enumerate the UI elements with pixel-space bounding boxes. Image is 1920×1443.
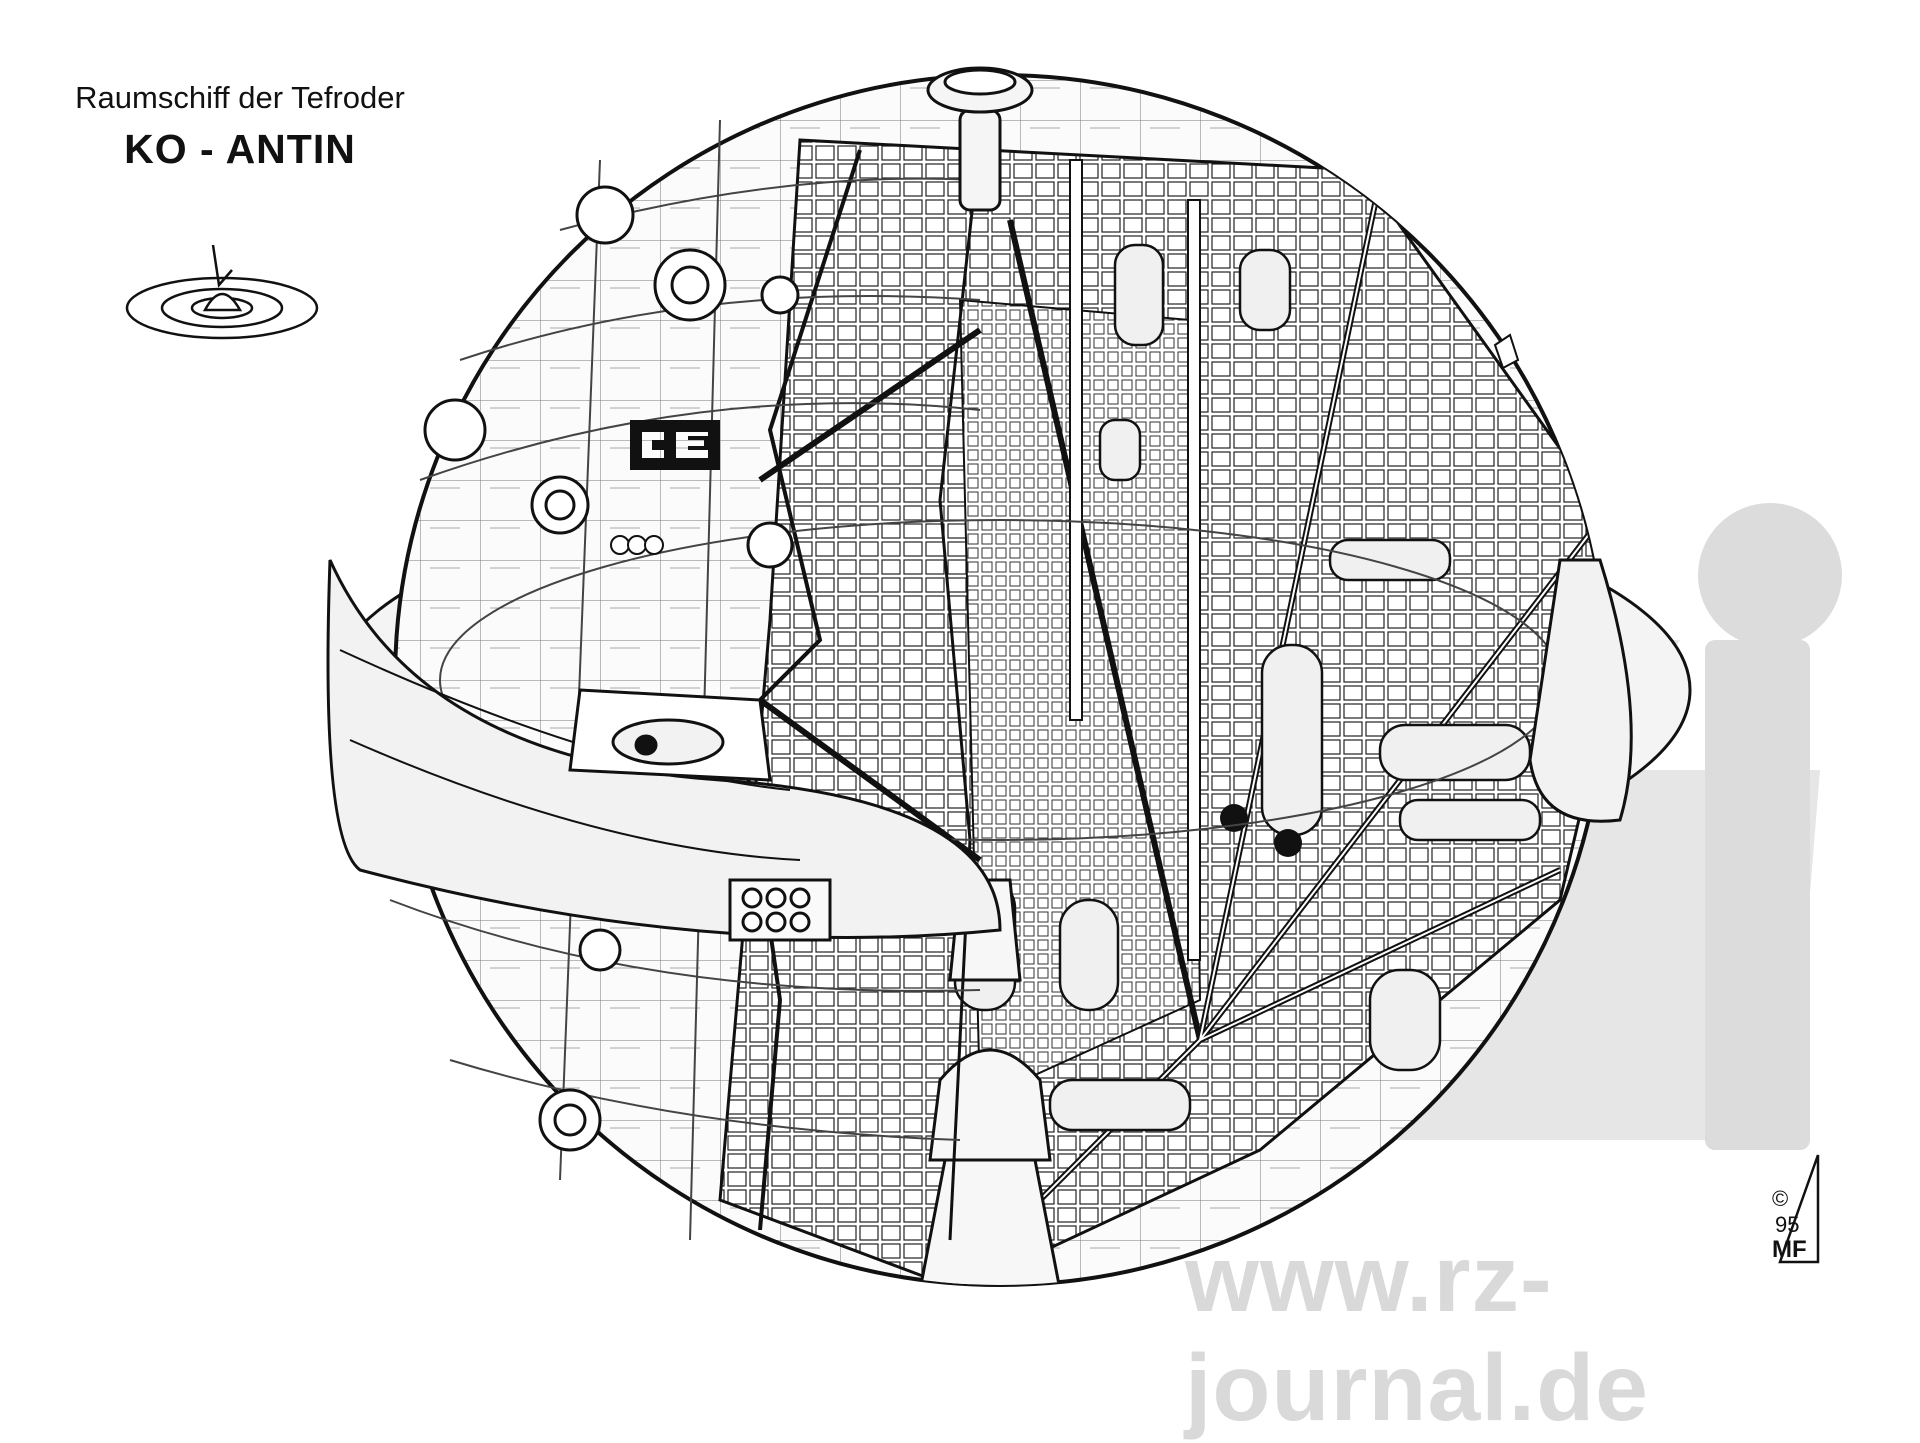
top-cupola [926, 66, 1034, 212]
signature-copyright: © [1772, 1186, 1789, 1211]
signature-initials: MF [1772, 1236, 1807, 1263]
orientation-icon [125, 244, 319, 340]
signature-year: 95 [1775, 1212, 1800, 1237]
title-block: Raumschiff der Tefroder KO - ANTIN [60, 80, 420, 173]
subtitle: Raumschiff der Tefroder [75, 80, 405, 115]
signature-triangle [1778, 1154, 1820, 1264]
hull-emblem [630, 420, 720, 470]
ship-illustration [326, 66, 1692, 1287]
cutaway-interior [636, 138, 1605, 1285]
ship-name: KO - ANTIN [124, 126, 356, 172]
